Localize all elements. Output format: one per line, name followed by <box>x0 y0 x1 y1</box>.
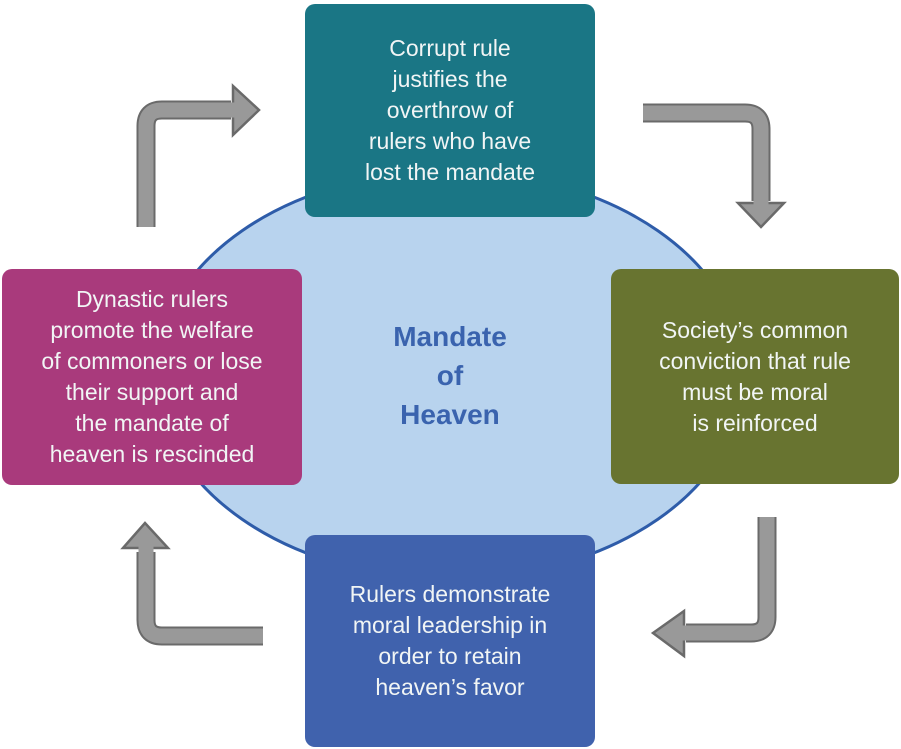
cycle-arrow-bottom-right-icon <box>650 517 777 659</box>
node-societys-conviction: Society’s common conviction that rule mu… <box>611 269 899 484</box>
node-rulers-demonstrate: Rulers demonstrate moral leadership in o… <box>305 535 595 747</box>
node-corrupt-rule: Corrupt rule justifies the overthrow of … <box>305 4 595 217</box>
center-ellipse-label: Mandate of Heaven <box>393 320 507 430</box>
cycle-arrow-top-right-icon <box>643 103 787 229</box>
node-dynastic-rulers: Dynastic rulers promote the welfare of c… <box>2 269 302 485</box>
cycle-arrow-top-left-icon <box>136 83 261 227</box>
cycle-arrow-bottom-left-icon <box>120 521 263 646</box>
